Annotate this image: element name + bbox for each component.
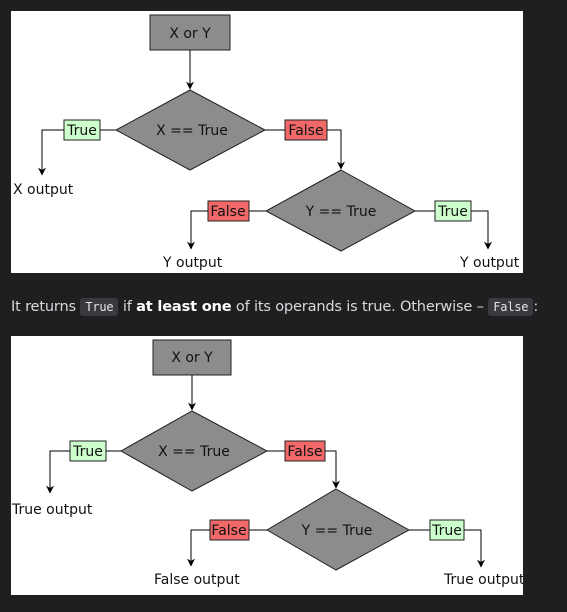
- connector: [464, 529, 485, 568]
- decision-2-diamond: [264, 169, 417, 252]
- decision-2-label: Y == True: [301, 523, 373, 539]
- true-label: True: [72, 444, 103, 460]
- connector: [471, 210, 492, 250]
- code-false: False: [488, 298, 534, 316]
- decision-1-diamond: [114, 89, 267, 171]
- start-box-label: X or Y: [169, 26, 211, 42]
- decision-1-label: X == True: [158, 444, 230, 460]
- false-label: False: [287, 444, 322, 460]
- start-box: [149, 14, 231, 51]
- caption-bold: at least one: [136, 298, 232, 315]
- false-label: False: [288, 123, 323, 139]
- caption-part: if: [118, 298, 137, 315]
- connector: [187, 529, 210, 567]
- flowchart-1: X or Y X == True True X output False Y =…: [11, 11, 523, 273]
- connector: [187, 210, 208, 250]
- y-output-left-label: Y output: [162, 255, 223, 271]
- decision-1-label: X == True: [156, 123, 228, 139]
- true-label: True: [431, 523, 462, 539]
- true-output-right-label: True output: [443, 572, 523, 588]
- caption-part: of its operands is true. Otherwise –: [231, 298, 489, 315]
- false-label: False: [210, 204, 245, 220]
- true-output-left-label: True output: [11, 502, 93, 518]
- y-output-right-label: Y output: [459, 255, 520, 271]
- flowchart-1-svg: X or Y X == True True X output False Y =…: [13, 14, 520, 271]
- false-output-label: False output: [154, 572, 240, 588]
- caption-part: It returns: [11, 298, 81, 315]
- connector: [325, 450, 340, 489]
- decision-2-diamond: [266, 488, 411, 571]
- decision-2-label: Y == True: [305, 204, 377, 220]
- true-label: True: [66, 123, 97, 139]
- start-box: [152, 339, 232, 376]
- false-label: False: [211, 523, 246, 539]
- flowchart-2: X or Y X == True True True output False …: [11, 336, 523, 595]
- connector: [327, 129, 345, 170]
- connector: [38, 129, 64, 176]
- code-true: True: [80, 298, 119, 316]
- caption-part: :: [533, 298, 539, 315]
- caption-text: It returns True if at least one of its o…: [11, 296, 567, 318]
- flowchart-2-svg: X or Y X == True True True output False …: [11, 339, 523, 588]
- true-label: True: [437, 204, 468, 220]
- start-box-label: X or Y: [171, 350, 213, 366]
- connector: [46, 450, 70, 494]
- x-output-label: X output: [13, 182, 74, 198]
- decision-1-diamond: [119, 410, 269, 492]
